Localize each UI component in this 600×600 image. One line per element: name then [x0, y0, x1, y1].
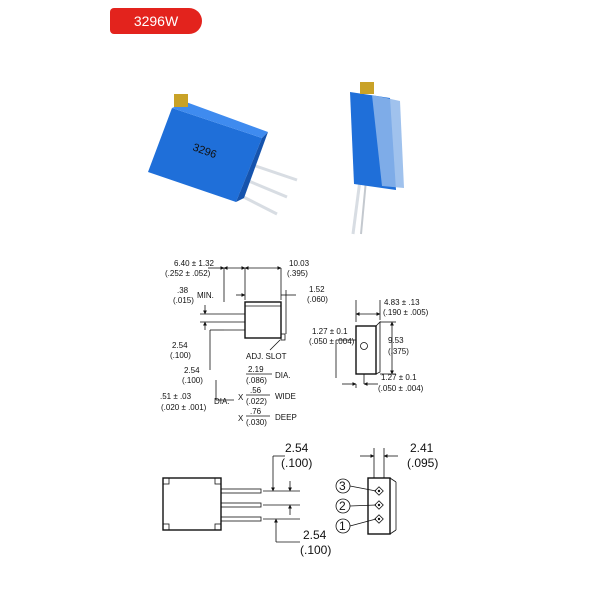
- pin-row-in: (.095): [407, 456, 438, 470]
- pitch-top: 2.54: [285, 441, 309, 455]
- pitch-b-in: (.100): [182, 376, 203, 385]
- height-in: (.375): [388, 347, 409, 356]
- screw-pos: 1.27 ± 0.1: [312, 327, 348, 336]
- pitch-top-in: (.100): [281, 456, 312, 470]
- deep-label: DEEP: [275, 413, 297, 422]
- screw-icon: [360, 342, 368, 350]
- screw-pos-in: (.050 ± .004): [309, 337, 355, 346]
- pin-dia-in: (.020 ± .001): [161, 403, 207, 412]
- side-in: (.060): [307, 295, 328, 304]
- side-outline: [355, 325, 377, 375]
- thickness: 4.83 ± .13: [384, 298, 420, 307]
- slot-dia-in: (.086): [246, 376, 267, 385]
- model-badge: 3296W: [110, 8, 202, 34]
- pitch-a: 2.54: [172, 341, 188, 350]
- pin-offset-in: (.050 ± .004): [378, 384, 424, 393]
- trimmer-photo-side: [350, 82, 404, 235]
- pitch-bottom-in: (.100): [300, 543, 331, 557]
- height: 9.53: [388, 336, 404, 345]
- dia-label: DIA.: [275, 371, 291, 380]
- pin-number-3: 3: [339, 479, 346, 493]
- side: 1.52: [309, 285, 325, 294]
- pin-number-2: 2: [339, 499, 346, 513]
- min-label: MIN.: [197, 291, 214, 300]
- width-overall-in: (.252 ± .052): [165, 269, 211, 278]
- pin-number-1: 1: [339, 519, 346, 533]
- pin-dia-label: DIA.: [214, 397, 230, 406]
- body-outline: [244, 301, 282, 339]
- pin-offset: 1.27 ± 0.1: [381, 373, 417, 382]
- x-mark-2: X: [238, 414, 244, 423]
- slot-deep: .76: [250, 407, 262, 416]
- width-overall: 6.40 ± 1.32: [174, 259, 215, 268]
- dimension-drawing-front: 6.40 ± 1.32 (.252 ± .052) 10.03 (.395) .…: [160, 259, 328, 427]
- slot-wide-in: (.022): [246, 397, 267, 406]
- model-label: 3296W: [133, 13, 179, 29]
- slot-wide: .56: [250, 386, 262, 395]
- pitch-bottom: 2.54: [303, 528, 327, 542]
- wide-label: WIDE: [275, 392, 296, 401]
- body-outline-lower: [162, 477, 222, 531]
- x-mark-1: X: [238, 393, 244, 402]
- pin-view-outline: [367, 477, 391, 535]
- slot-dia: 2.19: [248, 365, 264, 374]
- pin-row: 2.41: [410, 441, 434, 455]
- depth-in: (.395): [287, 269, 308, 278]
- screw-icon: [360, 82, 374, 94]
- standoff: .38: [177, 286, 189, 295]
- pin-dia: .51 ± .03: [160, 392, 192, 401]
- trimmer-photo-front: 3296: [148, 94, 298, 216]
- thickness-in: (.190 ± .005): [383, 308, 429, 317]
- slot-deep-in: (.030): [246, 418, 267, 427]
- pitch-a-in: (.100): [170, 351, 191, 360]
- screw-icon: [174, 94, 188, 107]
- dimension-drawing-bottom: 2.54 (.100) 2.54 (.100) 3 2 1 2.41 (.095…: [162, 441, 438, 557]
- depth: 10.03: [289, 259, 310, 268]
- standoff-in: (.015): [173, 296, 194, 305]
- pitch-b: 2.54: [184, 366, 200, 375]
- adj-slot: ADJ. SLOT: [246, 352, 287, 361]
- dimension-drawing-side: 4.83 ± .13 (.190 ± .005) 1.27 ± 0.1 (.05…: [309, 298, 429, 393]
